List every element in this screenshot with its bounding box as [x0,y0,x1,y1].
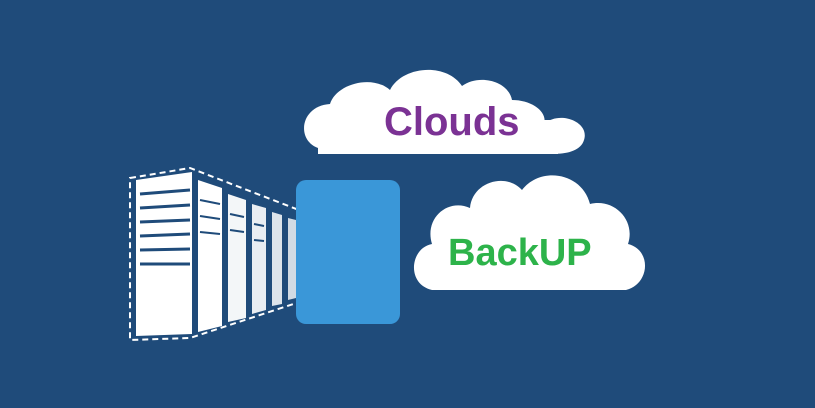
backup-label: BackUP [448,232,592,274]
top-cloud-icon [304,69,585,154]
right-cloud-icon [413,175,646,290]
server-rack-icon [129,166,331,342]
clouds-label: Clouds [384,100,520,144]
storage-panel-icon [296,180,400,324]
